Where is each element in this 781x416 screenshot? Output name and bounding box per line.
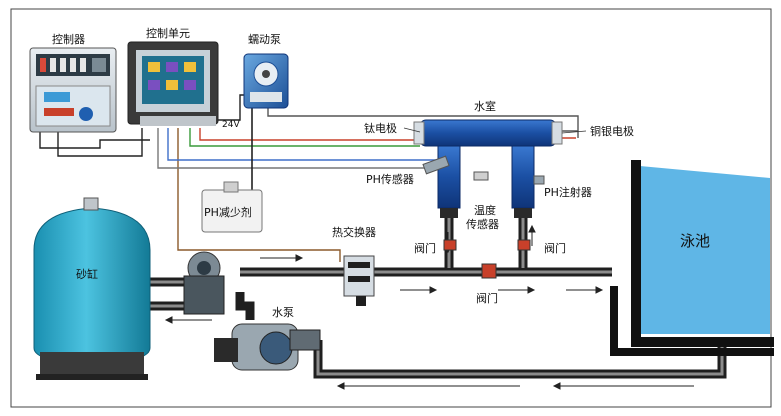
temperature-sensor bbox=[473, 171, 489, 181]
control-unit-box bbox=[127, 41, 219, 126]
control-unit-label: 控制单元 bbox=[146, 26, 190, 40]
sand-tank-label: 砂缸 bbox=[76, 267, 98, 281]
ph-reducer-label: PH减少剂 bbox=[204, 205, 252, 219]
multiport-valve bbox=[183, 251, 225, 315]
ph-injector bbox=[533, 175, 545, 185]
ph-sensor-label: PH传感器 bbox=[366, 173, 414, 186]
water-chamber-label: 水室 bbox=[474, 99, 496, 113]
voltage-label: 24V bbox=[222, 120, 240, 130]
controller-unit bbox=[29, 47, 117, 133]
ph-reducer-container bbox=[201, 181, 263, 233]
pipework-inner bbox=[150, 218, 724, 376]
valve-right-label: 阀门 bbox=[544, 241, 566, 255]
ph-injector-label: PH注射器 bbox=[544, 185, 592, 199]
pool bbox=[610, 160, 774, 356]
controller-label: 控制器 bbox=[52, 32, 85, 46]
pool-label: 泳池 bbox=[680, 232, 710, 250]
temperature-sensor-label-1: 温度 bbox=[474, 203, 496, 217]
valve-left bbox=[443, 239, 457, 251]
heat-exchanger-label: 热交换器 bbox=[332, 225, 376, 239]
peristaltic-pump-label: 蠕动泵 bbox=[248, 33, 281, 46]
temperature-sensor-label-2: 传感器 bbox=[466, 218, 499, 231]
copper-silver-electrode-label: 铜银电极 bbox=[590, 124, 634, 138]
sand-tank bbox=[33, 197, 151, 380]
titanium-electrode-label: 钛电极 bbox=[364, 121, 397, 135]
valve-left-label: 阀门 bbox=[414, 241, 436, 255]
water-pump-label: 水泵 bbox=[272, 306, 294, 319]
valve-middle-label: 阀门 bbox=[476, 291, 498, 305]
heat-exchanger bbox=[343, 255, 375, 306]
water-chamber bbox=[413, 119, 563, 218]
valve-right bbox=[517, 239, 531, 251]
water-pump bbox=[214, 323, 321, 371]
valve-middle bbox=[481, 263, 497, 279]
diagram-frame bbox=[10, 8, 772, 408]
peristaltic-pump bbox=[243, 53, 289, 109]
ph-sensor bbox=[422, 155, 450, 175]
signal-wires bbox=[39, 94, 579, 262]
